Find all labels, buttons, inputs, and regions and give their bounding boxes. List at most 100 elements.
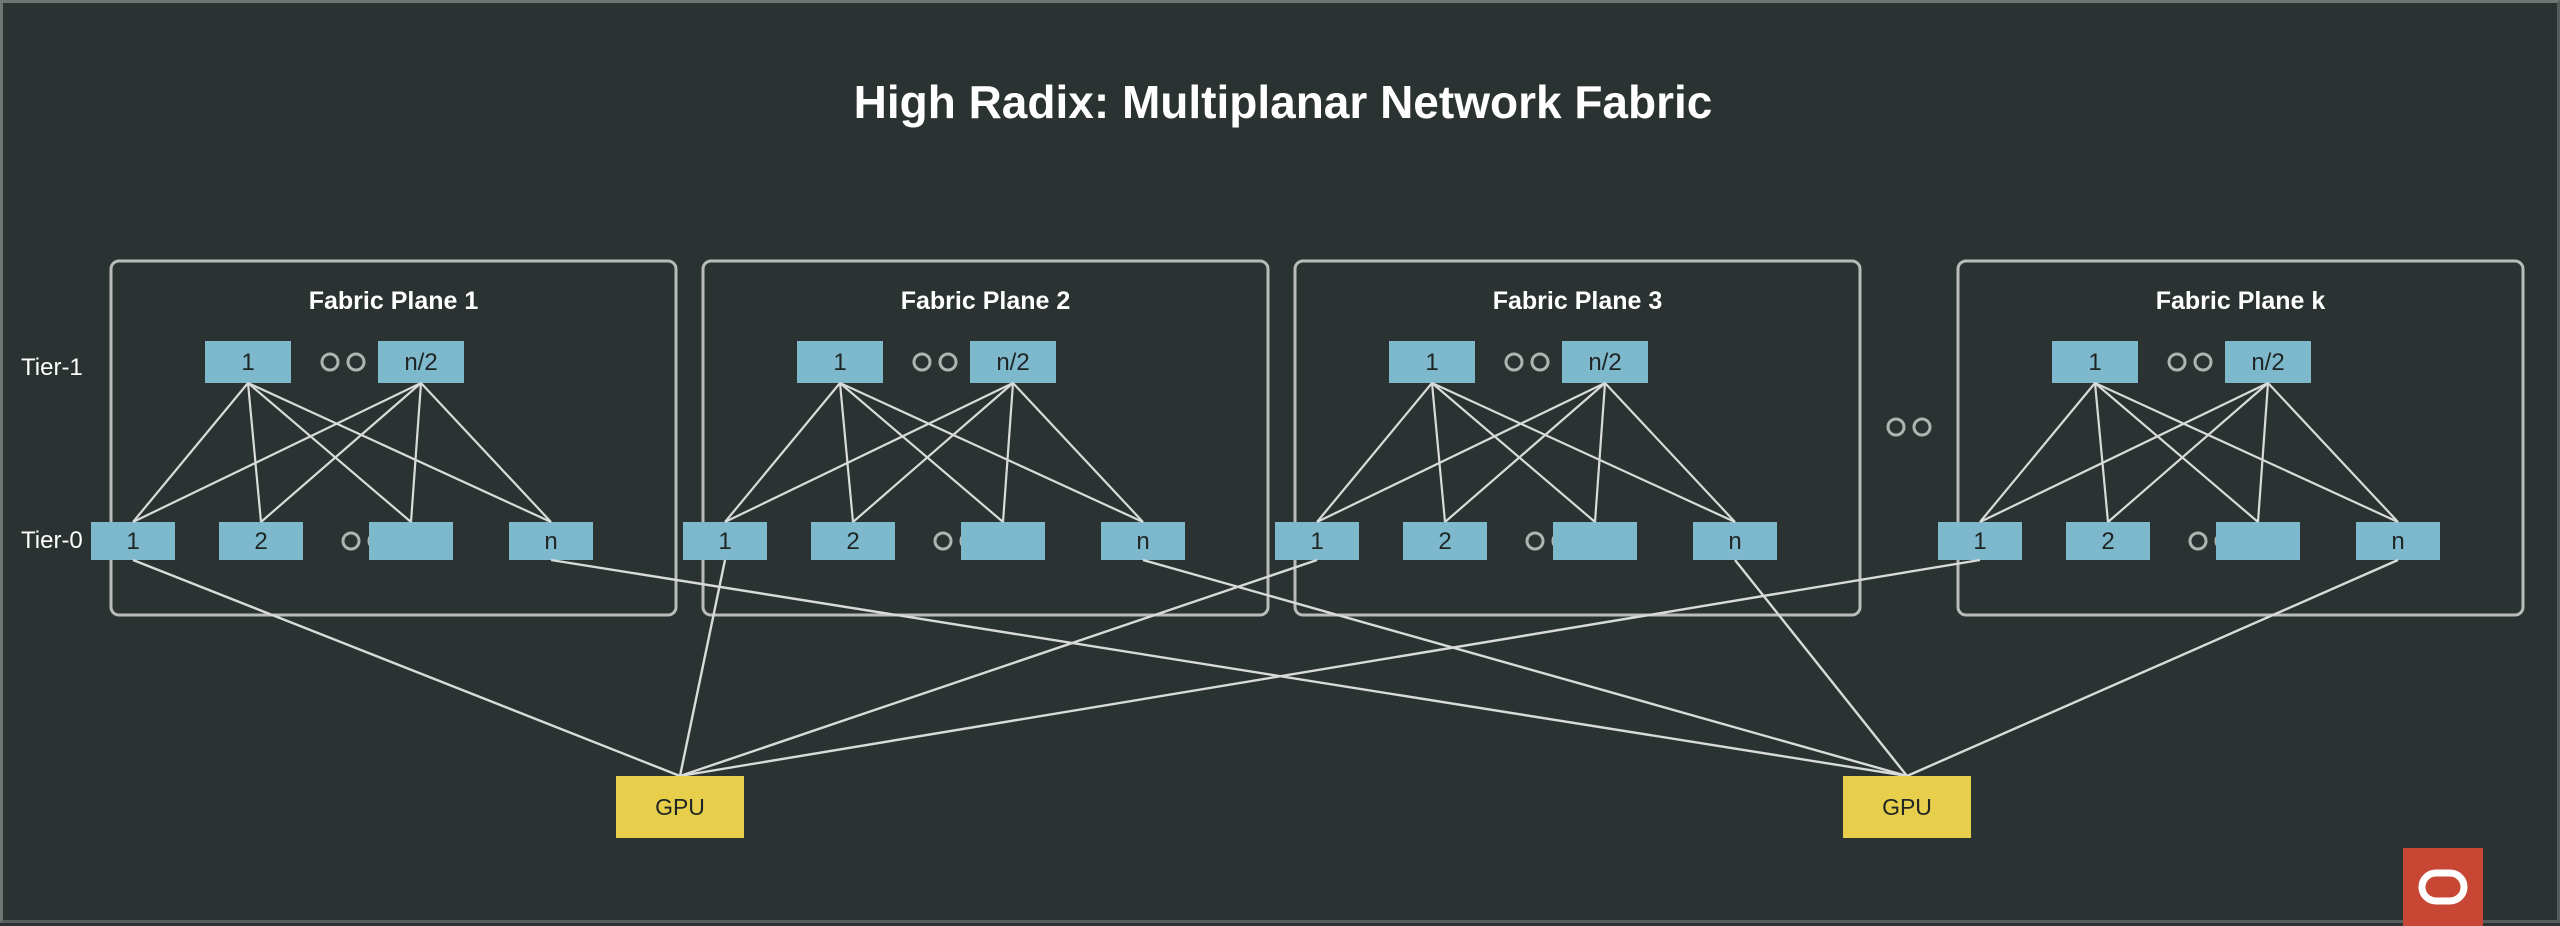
tier0-switch-blank[interactable]	[2216, 522, 2300, 560]
switch-label: 2	[2101, 528, 2114, 555]
fabric-link	[1979, 382, 2269, 523]
tier-0-label: Tier-0	[21, 527, 83, 554]
fabric-plane-2[interactable]: Fabric Plane 2 1 n/2 1 2 n	[683, 259, 1270, 617]
switch-label: 1	[126, 528, 139, 555]
fabric-link	[1431, 382, 1596, 523]
fabric-link	[839, 382, 1004, 523]
oracle-logo-background	[2403, 848, 2483, 926]
oracle-logo	[2403, 848, 2483, 926]
fabric-link	[2256, 382, 2270, 523]
gpu-node-2[interactable]: GPU	[1843, 776, 1971, 838]
fabric-plane-title: Fabric Plane 2	[901, 287, 1071, 315]
switch-label: n	[2391, 528, 2404, 555]
fabric-link	[246, 382, 263, 523]
gpu-uplink	[1734, 559, 1908, 777]
fabric-plane-title: Fabric Plane 1	[309, 287, 479, 315]
tier0-switch-2[interactable]: 2	[811, 522, 895, 560]
tier1-switch-n-2[interactable]: n/2	[1562, 341, 1648, 383]
switch-label: 1	[1310, 528, 1323, 555]
tier1-switch-n-2[interactable]: n/2	[970, 341, 1056, 383]
plane-gap-ellipsis-layer	[1886, 417, 1932, 437]
fabric-link	[852, 382, 1014, 523]
switch-label: 1	[2088, 349, 2101, 376]
gpu-label: GPU	[1882, 794, 1932, 820]
switch-label: n	[1728, 528, 1741, 555]
tier1-switch-1[interactable]: 1	[205, 341, 291, 383]
switch-label: n/2	[2251, 349, 2284, 376]
fabric-link	[1001, 382, 1015, 523]
tier0-switch-n[interactable]: n	[1693, 522, 1777, 560]
tier1-switch-1[interactable]: 1	[2052, 341, 2138, 383]
fabric-plane-1[interactable]: Fabric Plane 1 1 n/2 1 2 n	[91, 259, 678, 617]
tier0-switch-2[interactable]: 2	[2066, 522, 2150, 560]
tier1-switch-n-2[interactable]: n/2	[378, 341, 464, 383]
fabric-link	[247, 382, 552, 523]
fabric-link	[132, 382, 422, 523]
tier0-switch-2[interactable]: 2	[219, 522, 303, 560]
tier1-switch-1[interactable]: 1	[797, 341, 883, 383]
gpu-uplink	[679, 558, 1318, 778]
fabric-planes-layer: Fabric Plane 1 1 n/2 1 2 n Fabric Plane 2 1 n/2 1…	[91, 259, 2525, 617]
gpu-link-layer	[132, 558, 2399, 778]
tier0-switch-1[interactable]: 1	[683, 522, 767, 560]
fabric-link	[2093, 382, 2110, 523]
gpu-uplink	[132, 558, 681, 778]
tier0-switch-1[interactable]: 1	[1275, 522, 1359, 560]
tier0-switch-blank[interactable]	[961, 522, 1045, 560]
tier0-switch-blank[interactable]	[369, 522, 453, 560]
gpu-uplink	[1906, 558, 2399, 778]
fabric-link	[2094, 382, 2399, 523]
fabric-link	[2107, 382, 2269, 523]
switch-label: n/2	[404, 349, 437, 376]
tier1-ellipsis	[2167, 352, 2213, 372]
switch-label: 2	[1438, 528, 1451, 555]
tier0-switch-n[interactable]: n	[509, 522, 593, 560]
tier0-switch-blank[interactable]	[1553, 522, 1637, 560]
fabric-link	[1012, 382, 1144, 523]
oracle-logo-o-icon	[2418, 869, 2468, 905]
gpu-node-1[interactable]: GPU	[616, 776, 744, 838]
fabric-link	[1430, 382, 1447, 523]
tier0-switch-n[interactable]: n	[1101, 522, 1185, 560]
tier0-switch-n[interactable]: n	[2356, 522, 2440, 560]
fabric-link	[1444, 382, 1606, 523]
fabric-link	[1316, 382, 1606, 523]
tier1-ellipsis	[1504, 352, 1550, 372]
fabric-plane-title: Fabric Plane 3	[1493, 287, 1663, 315]
fabric-plane-4[interactable]: Fabric Plane k 1 n/2 1 2 n	[1938, 259, 2525, 617]
tier0-switch-1[interactable]: 1	[91, 522, 175, 560]
switch-label: 1	[833, 349, 846, 376]
fabric-link	[260, 382, 422, 523]
page-title: High Radix: Multiplanar Network Fabric	[854, 76, 1713, 128]
tier1-switch-n-2[interactable]: n/2	[2225, 341, 2311, 383]
switch-label: n	[1136, 528, 1149, 555]
plane-gap-ellipsis	[1886, 417, 1932, 437]
tier1-ellipsis	[320, 352, 366, 372]
fabric-plane-title: Fabric Plane k	[2156, 287, 2326, 315]
gpu-uplink	[679, 558, 1981, 778]
switch-label: 1	[1425, 349, 1438, 376]
gpu-uplink	[550, 558, 1908, 778]
fabric-link	[420, 382, 552, 523]
gpu-uplink	[678, 559, 727, 777]
fabric-plane-3[interactable]: Fabric Plane 3 1 n/2 1 2 n	[1275, 259, 1862, 617]
fabric-link	[1979, 382, 2096, 523]
tier-1-label: Tier-1	[21, 354, 83, 381]
fabric-link	[2094, 382, 2259, 523]
switch-label: 1	[1973, 528, 1986, 555]
tier1-ellipsis	[912, 352, 958, 372]
switch-label: 2	[846, 528, 859, 555]
fabric-link	[1431, 382, 1736, 523]
fabric-link	[1604, 382, 1736, 523]
fabric-link	[247, 382, 412, 523]
network-fabric-diagram: High Radix: Multiplanar Network Fabric T…	[21, 76, 2525, 838]
switch-label: 1	[718, 528, 731, 555]
fabric-link	[409, 382, 423, 523]
tier0-switch-2[interactable]: 2	[1403, 522, 1487, 560]
tier0-switch-1[interactable]: 1	[1938, 522, 2022, 560]
gpu-label: GPU	[655, 794, 705, 820]
gpu-layer: GPU GPU	[616, 776, 1971, 838]
tier1-switch-1[interactable]: 1	[1389, 341, 1475, 383]
fabric-link	[839, 382, 1144, 523]
